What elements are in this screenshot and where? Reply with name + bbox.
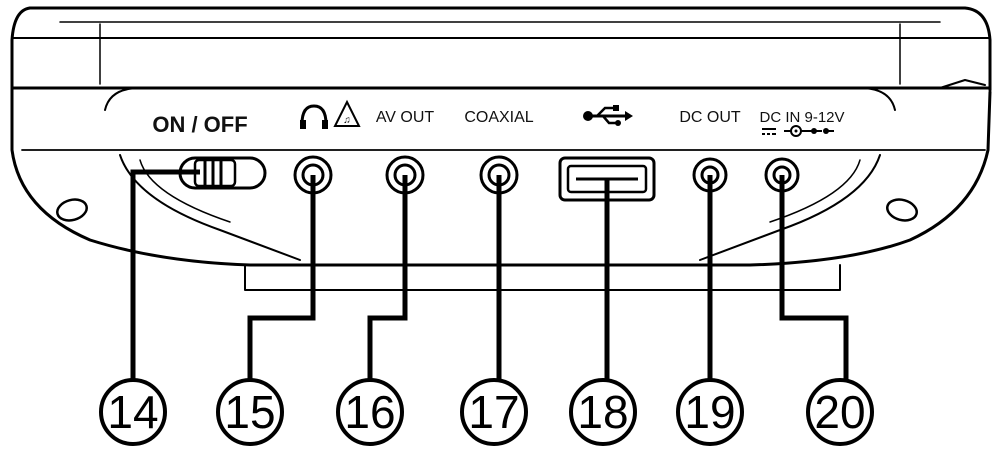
callout-number: 14 [107, 386, 158, 438]
callout-number: 20 [814, 386, 865, 438]
leader-line-16 [367, 175, 408, 380]
leader-line-14 [130, 169, 200, 380]
switch-label: ON / OFF [152, 112, 247, 137]
callout-number: 19 [684, 386, 735, 438]
callout-number: 15 [224, 386, 275, 438]
callout-17: 17 [460, 378, 528, 446]
callout-number: 18 [577, 386, 628, 438]
dc-out-label: DC OUT [679, 109, 741, 126]
av-out-label: AV OUT [376, 109, 435, 126]
headphone-icon [300, 104, 328, 129]
callout-20: 20 [806, 378, 874, 446]
callouts: 14 15 16 17 18 19 20 [99, 378, 874, 446]
leader-lines [130, 169, 849, 380]
callout-number: 16 [344, 386, 395, 438]
callout-19: 19 [676, 378, 744, 446]
leader-line-20 [779, 175, 849, 380]
callout-number: 17 [468, 386, 519, 438]
svg-text:♫: ♫ [343, 115, 351, 126]
usb-icon [583, 105, 633, 126]
callout-14: 14 [99, 378, 167, 446]
device-body [10, 6, 992, 291]
callout-15: 15 [216, 378, 284, 446]
dc-polarity-icon [762, 125, 834, 137]
callout-18: 18 [569, 378, 637, 446]
callout-16: 16 [336, 378, 404, 446]
coaxial-label: COAXIAL [464, 109, 533, 126]
volume-warning-icon: ♫ [333, 99, 361, 127]
leader-line-15 [247, 175, 316, 380]
dc-in-label: DC IN 9-12V [759, 109, 844, 126]
